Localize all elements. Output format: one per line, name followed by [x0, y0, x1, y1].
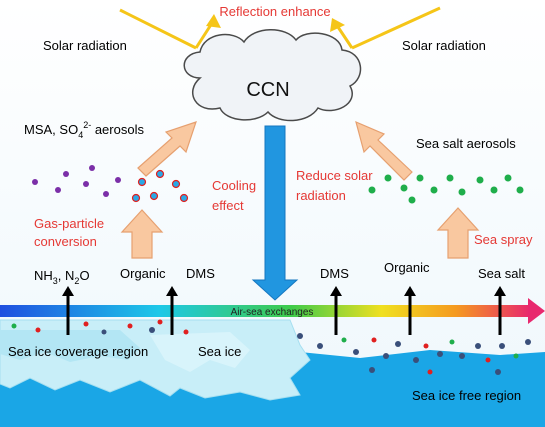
reflection-arrowhead-left	[206, 14, 221, 28]
organic-left-label: Organic	[120, 266, 166, 281]
sea-spray-label: Sea spray	[474, 232, 533, 247]
cooling-label-2: effect	[212, 198, 244, 213]
ccn-cloud	[183, 29, 362, 122]
sea-ice-free-label: Sea ice free region	[412, 388, 521, 403]
dms-right-label: DMS	[320, 266, 349, 281]
gas-particle-label-1: Gas-particle	[34, 216, 104, 231]
sea-ice-floe-2	[150, 332, 250, 372]
organic-right-label: Organic	[384, 260, 430, 275]
surface-particles	[11, 319, 531, 375]
gas-particle-label-2: conversion	[34, 234, 97, 249]
reflection-arrowhead-right	[330, 18, 345, 32]
up-arrow-gas-particle	[120, 209, 164, 259]
emission-arrowheads	[62, 286, 506, 296]
cooling-label-1: Cooling	[212, 178, 256, 193]
dms-left-label: DMS	[186, 266, 215, 281]
up-arrow-sea-spray	[436, 207, 480, 259]
solar-rays	[119, 6, 441, 50]
up-arrow-left-diagonal	[137, 121, 197, 177]
organic-aerosol-particles	[131, 169, 189, 203]
down-arrow	[251, 125, 299, 301]
emission-arrows	[66, 294, 502, 335]
air-sea-exchanges-arrow	[0, 298, 545, 324]
reduce-label-1: Reduce solar	[296, 168, 373, 183]
ccn-label: CCN	[246, 79, 289, 101]
sea-ice-coverage-label: Sea ice coverage region	[8, 344, 148, 359]
nh3-n2o-label: NH3, N2O	[34, 268, 90, 286]
reduce-label-2: radiation	[296, 188, 346, 203]
sea-ice-floe	[0, 330, 140, 362]
sea-salt-aerosols-label: Sea salt aerosols	[416, 136, 516, 151]
msa-aerosol-particles	[32, 165, 121, 197]
solar-radiation-right-label: Solar radiation	[402, 38, 486, 53]
sea-ice-label: Sea ice	[198, 344, 241, 359]
reflection-enhance-label: Reflection enhance	[219, 4, 330, 19]
sea-salt-label: Sea salt	[478, 266, 525, 281]
air-sea-exchanges-label: Air-sea exchanges	[231, 307, 314, 318]
sea-salt-aerosol-particles	[368, 174, 524, 204]
solar-radiation-left-label: Solar radiation	[43, 38, 127, 53]
up-arrow-right-diagonal	[355, 120, 413, 181]
msa-aerosols-label: MSA, SO42- aerosols	[24, 120, 144, 140]
